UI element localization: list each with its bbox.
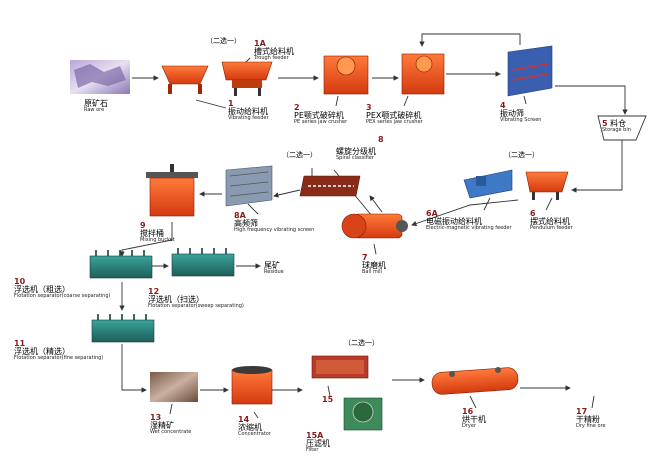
label-8-num: 8 — [378, 135, 384, 144]
label-choose-one-6: （二选一） — [504, 151, 539, 159]
raw-ore-image — [70, 60, 130, 94]
vibrating-feeder-image — [161, 65, 209, 94]
wet-concentrate-image — [150, 372, 198, 402]
label-choose-one-8: （二选一） — [282, 151, 317, 159]
leader-3 — [403, 95, 409, 107]
leader-16 — [469, 395, 477, 409]
leader-14 — [253, 411, 259, 419]
flotation-sweep-image — [171, 248, 235, 277]
storage-bin-image — [597, 115, 647, 141]
arrow-screen-bin — [555, 85, 628, 115]
leader-13 — [169, 403, 173, 415]
label-15: 15 — [322, 395, 334, 404]
arrow-classifier-screen — [273, 189, 301, 198]
arrow-mill-classifier — [369, 195, 383, 213]
arrow-flot11-wet — [121, 344, 147, 393]
label-choose-one-15: （二选一） — [344, 339, 379, 347]
high-frequency-screen-image — [225, 165, 273, 207]
flotation-coarse-image — [89, 250, 153, 279]
label-choose-one-1: （二选一） — [206, 37, 241, 45]
return-screen-pex — [419, 33, 521, 47]
spiral-classifier-image — [299, 175, 361, 197]
trough-feeder-image — [221, 61, 273, 96]
dryer-image — [431, 367, 519, 395]
concentrator-image — [231, 366, 273, 405]
pe-jaw-crusher-image — [323, 55, 369, 95]
leader-15 — [327, 385, 331, 397]
arrow-mixer-flot10 — [119, 222, 173, 257]
mixing-bucket-image — [146, 164, 198, 217]
vibrating-screen-image — [507, 45, 553, 97]
leader-6 — [545, 197, 553, 211]
leader-4 — [523, 95, 527, 105]
ball-mill-image — [341, 213, 408, 239]
leader-6A — [483, 197, 491, 211]
leader-17 — [591, 395, 595, 409]
em-vibrating-feeder-image — [463, 169, 513, 199]
arrow-bin-feeder — [571, 140, 623, 193]
leader-1 — [195, 99, 227, 109]
pex-jaw-crusher-image — [401, 53, 445, 95]
leader-7 — [373, 243, 377, 255]
leader-8A — [247, 203, 259, 215]
pendulum-feeder-image — [525, 171, 569, 200]
filter-15-image — [311, 355, 369, 379]
filter-15A-image — [343, 397, 383, 431]
flotation-fine-image — [91, 314, 155, 343]
leader-2 — [335, 95, 339, 107]
arrow-feeder-mill — [411, 199, 519, 227]
